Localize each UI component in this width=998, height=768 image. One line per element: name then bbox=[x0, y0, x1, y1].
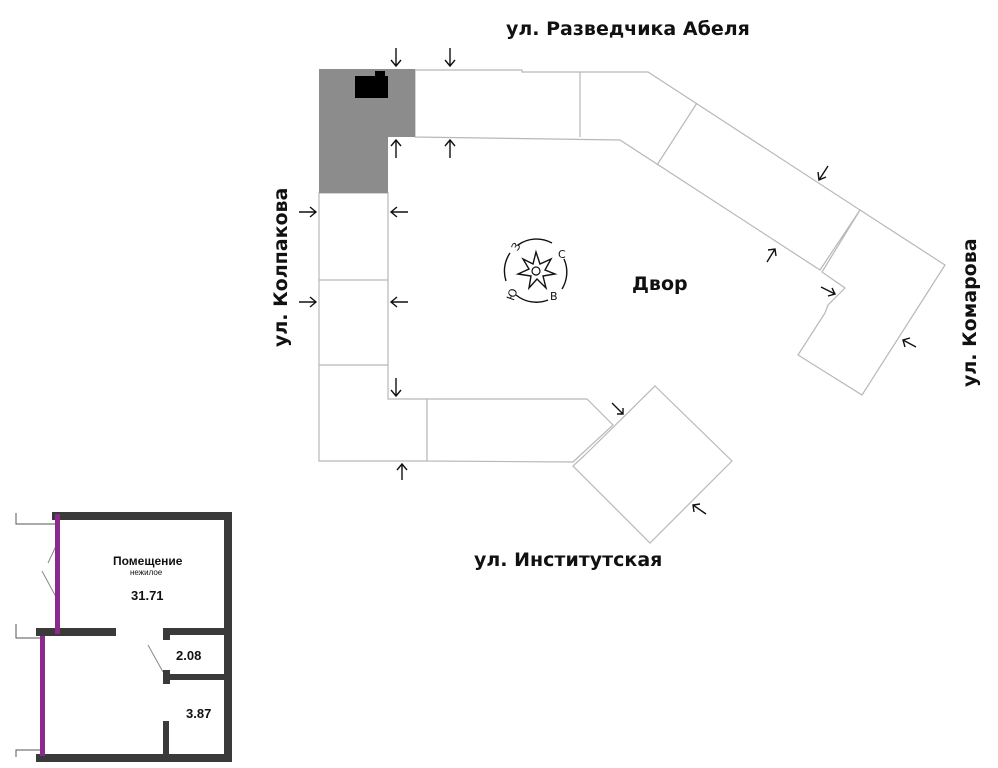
room-area-small-2: 3.87 bbox=[186, 706, 211, 721]
selected-section[interactable] bbox=[319, 69, 415, 193]
room-area-small-1: 2.08 bbox=[176, 648, 201, 663]
street-label-west: ул. Колпакова bbox=[270, 188, 292, 347]
compass-east-label: В bbox=[550, 290, 558, 303]
entrance-arrows bbox=[299, 48, 917, 515]
room-title: Помещение bbox=[113, 554, 183, 568]
building-west-wing bbox=[318, 192, 428, 462]
compass-rose bbox=[503, 238, 568, 303]
glazing-lower bbox=[40, 636, 45, 756]
glazing-upper bbox=[55, 514, 60, 634]
compass-south-label: Ю bbox=[504, 287, 520, 303]
street-label-north: ул. Разведчика Абеля bbox=[506, 18, 750, 40]
building-south-wing bbox=[426, 398, 614, 463]
street-label-south: ул. Институтская bbox=[474, 549, 662, 571]
building-east-wing bbox=[797, 209, 946, 396]
courtyard-label: Двор bbox=[632, 273, 688, 295]
unit-location-marker bbox=[355, 76, 388, 98]
unit-floor-plan bbox=[15, 512, 232, 762]
street-label-east: ул. Комарова bbox=[959, 238, 981, 387]
building-north-wing bbox=[414, 69, 861, 271]
room-area-main: 31.71 bbox=[131, 588, 164, 603]
room-subtitle: нежилое bbox=[130, 568, 163, 577]
compass-north-label: С bbox=[558, 248, 566, 261]
compass-star-icon bbox=[515, 249, 558, 291]
building-southeast-block bbox=[572, 385, 733, 544]
